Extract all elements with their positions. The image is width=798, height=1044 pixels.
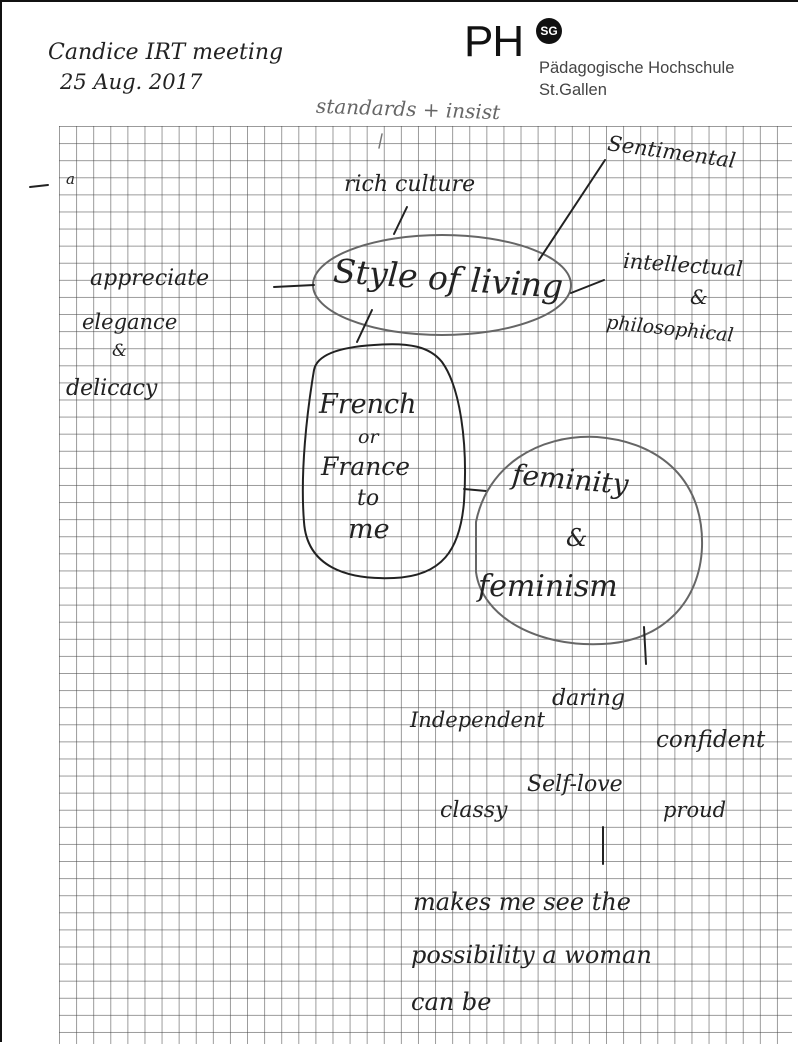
proud-label: proud: [663, 798, 727, 822]
intellectual-ampersand: &: [690, 285, 708, 309]
feminity-to-traits-connector: [643, 626, 647, 665]
annotation-connector: [378, 133, 383, 149]
french-to-feminity-connector: [463, 488, 487, 492]
appreciate-label: appreciate: [90, 266, 210, 291]
graph-paper-grid: [59, 126, 792, 1044]
style-to-french-connector: [356, 309, 373, 343]
confident-label: confident: [656, 727, 766, 753]
appreciate-connector: [273, 284, 315, 288]
institution-name-line-1: Pädagogische Hochschule: [539, 59, 735, 77]
french-bubble: [301, 343, 467, 580]
institution-name-line-2: St.Gallen: [539, 81, 607, 99]
france-label: France: [321, 452, 411, 481]
sentimental-connector: [538, 159, 606, 261]
elegance-ampersand: &: [112, 341, 128, 361]
french-label: French: [319, 389, 417, 420]
classy-label: classy: [440, 798, 508, 823]
daring-label: daring: [552, 686, 626, 711]
or-label: or: [358, 426, 379, 448]
feminity-bubble: [475, 435, 704, 646]
margin-dash-mark: [29, 184, 49, 188]
to-label: to: [357, 486, 380, 511]
feminity-ampersand: &: [566, 524, 588, 552]
title-date: 25 Aug. 2017: [60, 70, 203, 94]
institution-logo-badge: SG: [536, 18, 562, 44]
conclusion-line-3: can be: [411, 988, 492, 1016]
elegance-label: elegance: [82, 310, 178, 334]
conclusion-line-2: possibility a woman: [411, 941, 652, 969]
margin-mark: a: [66, 170, 75, 188]
rich-culture-label: rich culture: [344, 172, 476, 197]
feminism-label: feminism: [478, 569, 618, 604]
rich-culture-connector: [393, 206, 408, 235]
delicacy-label: delicacy: [66, 376, 158, 401]
title-line-1: Candice IRT meeting: [48, 40, 284, 65]
self-love-label: Self-love: [527, 772, 623, 797]
me-label: me: [348, 514, 390, 545]
intellectual-connector: [570, 279, 605, 294]
conclusion-line-1: makes me see the: [413, 888, 632, 916]
independent-label: Independent: [410, 708, 545, 732]
institution-logo-mark: PH: [464, 17, 524, 66]
